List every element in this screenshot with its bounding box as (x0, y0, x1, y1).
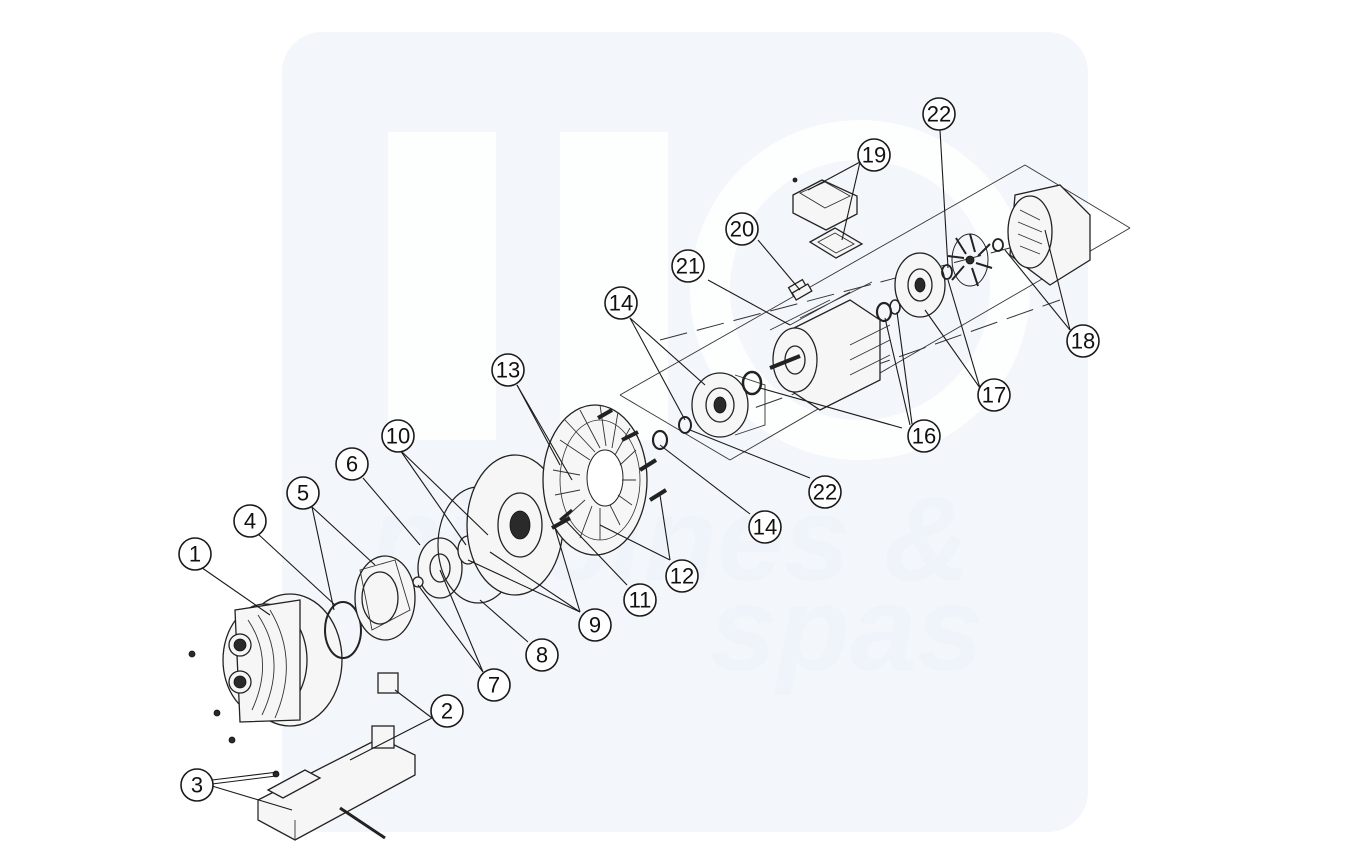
callout-16: 16 (907, 419, 941, 453)
part-o-ring (324, 601, 362, 659)
callout-5-label: 5 (297, 481, 309, 506)
callout-1: 1 (178, 537, 212, 571)
part-bearings (741, 299, 901, 396)
callout-17-label: 17 (982, 383, 1006, 408)
watermark-letter-h-right (560, 132, 668, 440)
callout-14a-label: 14 (609, 291, 633, 316)
callout-7: 7 (477, 668, 511, 702)
callout-8-label: 8 (536, 643, 548, 668)
callout-19: 19 (857, 138, 891, 172)
callout-14b: 14 (748, 510, 782, 544)
part-diffuser (354, 555, 416, 641)
part-adapter-bracket (542, 404, 648, 556)
callout-16-label: 16 (912, 424, 936, 449)
callout-6: 6 (335, 447, 369, 481)
callout-10-label: 10 (386, 424, 410, 449)
callout-8: 8 (525, 638, 559, 672)
part-key (791, 283, 813, 301)
watermark-letter-o (690, 120, 1030, 460)
callout-12: 12 (665, 559, 699, 593)
callout-4-label: 4 (244, 509, 256, 534)
callout-11: 11 (623, 583, 657, 617)
part-base (257, 672, 416, 841)
callout-3: 3 (180, 768, 214, 802)
part-washers (651, 416, 692, 451)
part-terminal-box (792, 177, 864, 259)
leader-lines (194, 129, 1071, 811)
callout-1-label: 1 (189, 542, 201, 567)
callout-2: 2 (430, 694, 464, 728)
callout-7-label: 7 (488, 673, 500, 698)
callout-22a-label: 22 (927, 102, 951, 127)
callouts: 1 2 3 4 5 6 7 8 9 10 11 12 13 14 14 16 1… (178, 97, 1100, 802)
callout-13-label: 13 (496, 358, 520, 383)
part-fan-cover (1007, 184, 1091, 286)
callout-21-label: 21 (676, 254, 700, 279)
watermark-letter-h-left (388, 132, 496, 440)
assembly-frame (619, 164, 1131, 461)
callout-2-label: 2 (441, 699, 453, 724)
part-front-bearing-housing (691, 372, 766, 438)
callout-14b-label: 14 (753, 515, 777, 540)
part-impeller (412, 537, 463, 599)
callout-11-label: 11 (629, 588, 652, 613)
callout-22a: 22 (922, 97, 956, 131)
callout-9: 9 (578, 608, 612, 642)
callout-18-label: 18 (1071, 329, 1095, 354)
callout-9-label: 9 (589, 613, 601, 638)
callout-4: 4 (233, 504, 267, 538)
callout-17: 17 (977, 378, 1011, 412)
callout-13: 13 (491, 353, 525, 387)
watermark: piscines & spas (282, 32, 1088, 832)
part-screws (551, 408, 668, 530)
callout-21: 21 (671, 249, 705, 283)
callout-3-label: 3 (191, 773, 203, 798)
callout-20: 20 (725, 212, 759, 246)
callout-12-label: 12 (670, 564, 694, 589)
callout-20-label: 20 (730, 217, 754, 242)
part-rear-bearing-housing (894, 252, 953, 318)
part-fan (947, 233, 1004, 287)
watermark-line2: spas (710, 562, 984, 696)
callout-5: 5 (286, 476, 320, 510)
callout-10: 10 (381, 419, 415, 453)
part-pump-housing (188, 593, 343, 744)
callout-18: 18 (1066, 324, 1100, 358)
callout-6-label: 6 (346, 452, 358, 477)
callout-22b-label: 22 (813, 480, 837, 505)
part-small-block (377, 672, 399, 694)
callout-19-label: 19 (862, 143, 886, 168)
callout-14a: 14 (604, 286, 638, 320)
callout-22b: 22 (808, 475, 842, 509)
